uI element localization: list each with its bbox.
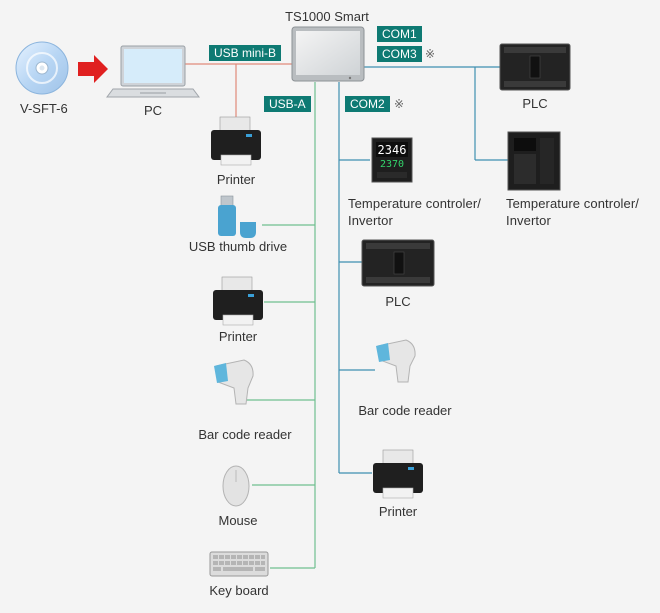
barcode-reader-icon-com2	[376, 339, 416, 383]
cd-icon	[15, 41, 69, 95]
usb-device-label-thumb-drive: USB thumb drive	[188, 239, 288, 254]
com2-note-mark: ※	[394, 97, 405, 111]
com2-device-label-barcode: Bar code reader	[358, 403, 452, 418]
mouse-icon	[222, 465, 250, 507]
controller-display-bottom: 2370	[380, 159, 404, 170]
keyboard-icon	[209, 551, 269, 577]
com3-tag: COM3	[377, 46, 422, 62]
printer-icon-usb-2	[213, 276, 263, 326]
usb-a-tag: USB-A	[264, 96, 311, 112]
connection-lines	[185, 63, 508, 569]
arrow-icon	[78, 55, 108, 83]
com1-tag: COM1	[377, 26, 422, 42]
com2-device-label-printer: Printer	[378, 504, 418, 519]
printer-icon-com2	[373, 449, 423, 499]
plc-icon-com2	[361, 239, 435, 287]
usb-device-label-barcode: Bar code reader	[198, 427, 292, 442]
com13-device-label-temp: Temperature controler/ Invertor	[506, 196, 639, 228]
usb-device-label-printer-2: Printer	[218, 329, 258, 344]
com13-device-label-plc: PLC	[522, 96, 548, 111]
com2-device-label-temp: Temperature controler/ Invertor	[348, 196, 481, 228]
inverter-icon	[507, 131, 561, 191]
com2-tag: COM2	[345, 96, 390, 112]
temperature-controller-icon: 2346 2370	[371, 137, 413, 183]
laptop-icon	[106, 45, 200, 98]
usb-device-label-printer-1: Printer	[216, 172, 256, 187]
usb-device-label-keyboard: Key board	[209, 583, 269, 598]
barcode-reader-icon-usb	[214, 359, 254, 405]
software-label: V-SFT-6	[20, 101, 68, 116]
com2-device-label-plc: PLC	[385, 294, 411, 309]
hmi-icon	[291, 26, 365, 82]
usb-thumb-drive-icon	[218, 195, 256, 238]
hmi-label: TS1000 Smart	[285, 9, 369, 24]
plc-icon-com13	[499, 43, 571, 91]
usb-mini-b-tag: USB mini-B	[209, 45, 282, 61]
pc-label: PC	[143, 103, 163, 118]
printer-icon-usb-1	[211, 116, 261, 166]
com3-note-mark: ※	[425, 47, 436, 61]
controller-display-top: 2346	[378, 143, 407, 157]
usb-device-label-mouse: Mouse	[218, 513, 258, 528]
